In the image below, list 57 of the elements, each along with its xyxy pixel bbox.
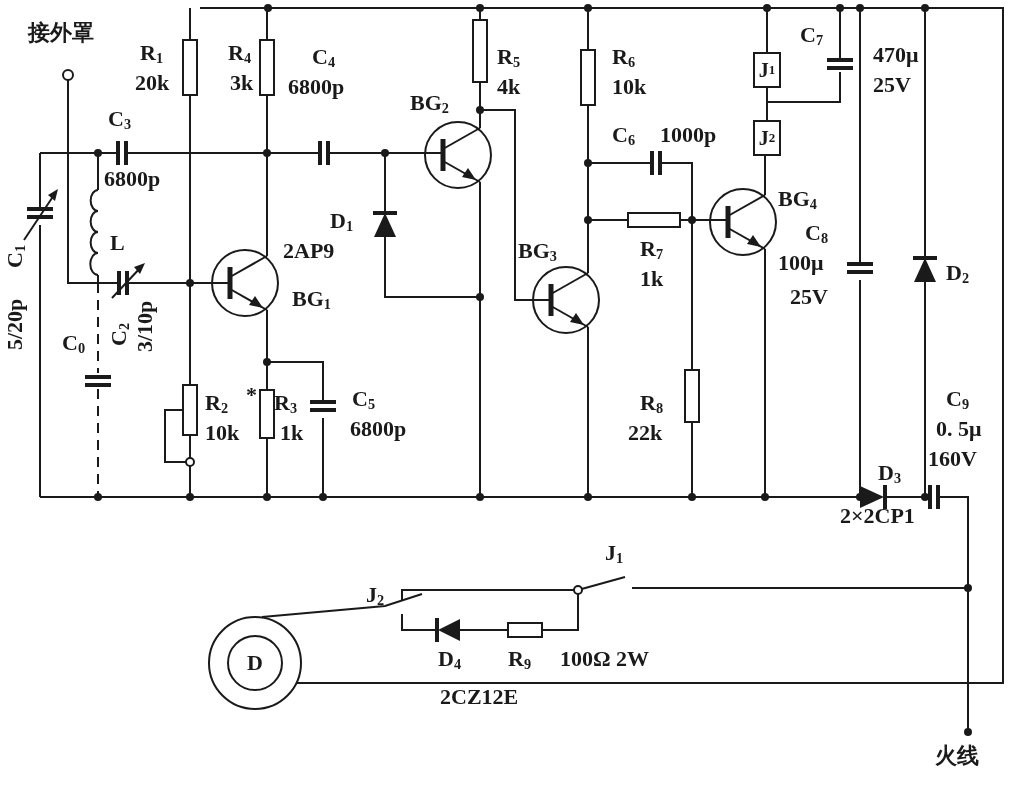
component-label: 100μ [778, 252, 824, 274]
component-label: 1k [640, 268, 664, 290]
component-label: 470μ [873, 44, 919, 66]
component-label: R$_{5}$ [497, 46, 521, 70]
component-label: J$_{2}$ [366, 584, 385, 608]
component-label: R$_{4}$ [228, 42, 252, 66]
component-label: C$_{8}$ [805, 222, 829, 246]
component-label: C$_{7}$ [800, 24, 824, 48]
component-label: 接外罩 [28, 22, 94, 44]
component-label: 22k [628, 422, 663, 444]
component-label: C$_{6}$ [612, 124, 636, 148]
component-label: C$_{9}$ [946, 388, 970, 412]
component-label: D$_{3}$ [878, 462, 902, 486]
component-label: 2×2CP1 [840, 505, 915, 527]
component-label: 25V [790, 286, 828, 308]
component-label: L [110, 232, 125, 254]
component-label: 160V [928, 448, 977, 470]
component-label: 3k [230, 72, 254, 94]
component-label: R$_{9}$ [508, 648, 532, 672]
component-label: D$_{2}$ [946, 262, 970, 286]
component-label: 1k [280, 422, 304, 444]
component-label: C$_{5}$ [352, 388, 376, 412]
component-label: R$_{3}$ [274, 392, 298, 416]
component-label: 3/10p [134, 300, 156, 352]
component-label: 1000p [660, 124, 717, 146]
component-label: 10k [205, 422, 240, 444]
component-label: R$_{2}$ [205, 392, 229, 416]
component-label: C$_{3}$ [108, 108, 132, 132]
component-label: BG$_{2}$ [410, 92, 449, 116]
wire [766, 87, 768, 121]
component-label: * [246, 384, 257, 406]
component-label: 5/20p [4, 298, 26, 350]
component-label: BG$_{4}$ [778, 188, 817, 212]
component-label: 25V [873, 74, 911, 96]
motor-label: D [227, 635, 283, 691]
component-label: D$_{4}$ [438, 648, 462, 672]
component-label: BG$_{3}$ [518, 240, 557, 264]
component-label: R$_{8}$ [640, 392, 664, 416]
component-label: 2CZ12E [440, 686, 519, 708]
component-label: BG$_{1}$ [292, 288, 331, 312]
component-label: R$_{6}$ [612, 46, 636, 70]
component-label: 4k [497, 76, 521, 98]
component-label: 火线 [935, 745, 979, 767]
component-label: 0. 5μ [936, 418, 982, 440]
component-label: 6800p [350, 418, 407, 440]
component-label: C$_{0}$ [62, 332, 86, 356]
component-label: R$_{7}$ [640, 238, 664, 262]
component-label: 100Ω 2W [560, 648, 650, 670]
component-label: R$_{1}$ [140, 42, 164, 66]
component-label: 2AP9 [283, 240, 335, 262]
component-label: C$_{4}$ [312, 46, 336, 70]
component-label: 6800p [104, 168, 161, 190]
component-label: 20k [135, 72, 170, 94]
component-label: J$_{1}$ [605, 542, 624, 566]
component-label: 10k [612, 76, 647, 98]
component-label: D$_{1}$ [330, 210, 354, 234]
component-label: 6800p [288, 76, 345, 98]
